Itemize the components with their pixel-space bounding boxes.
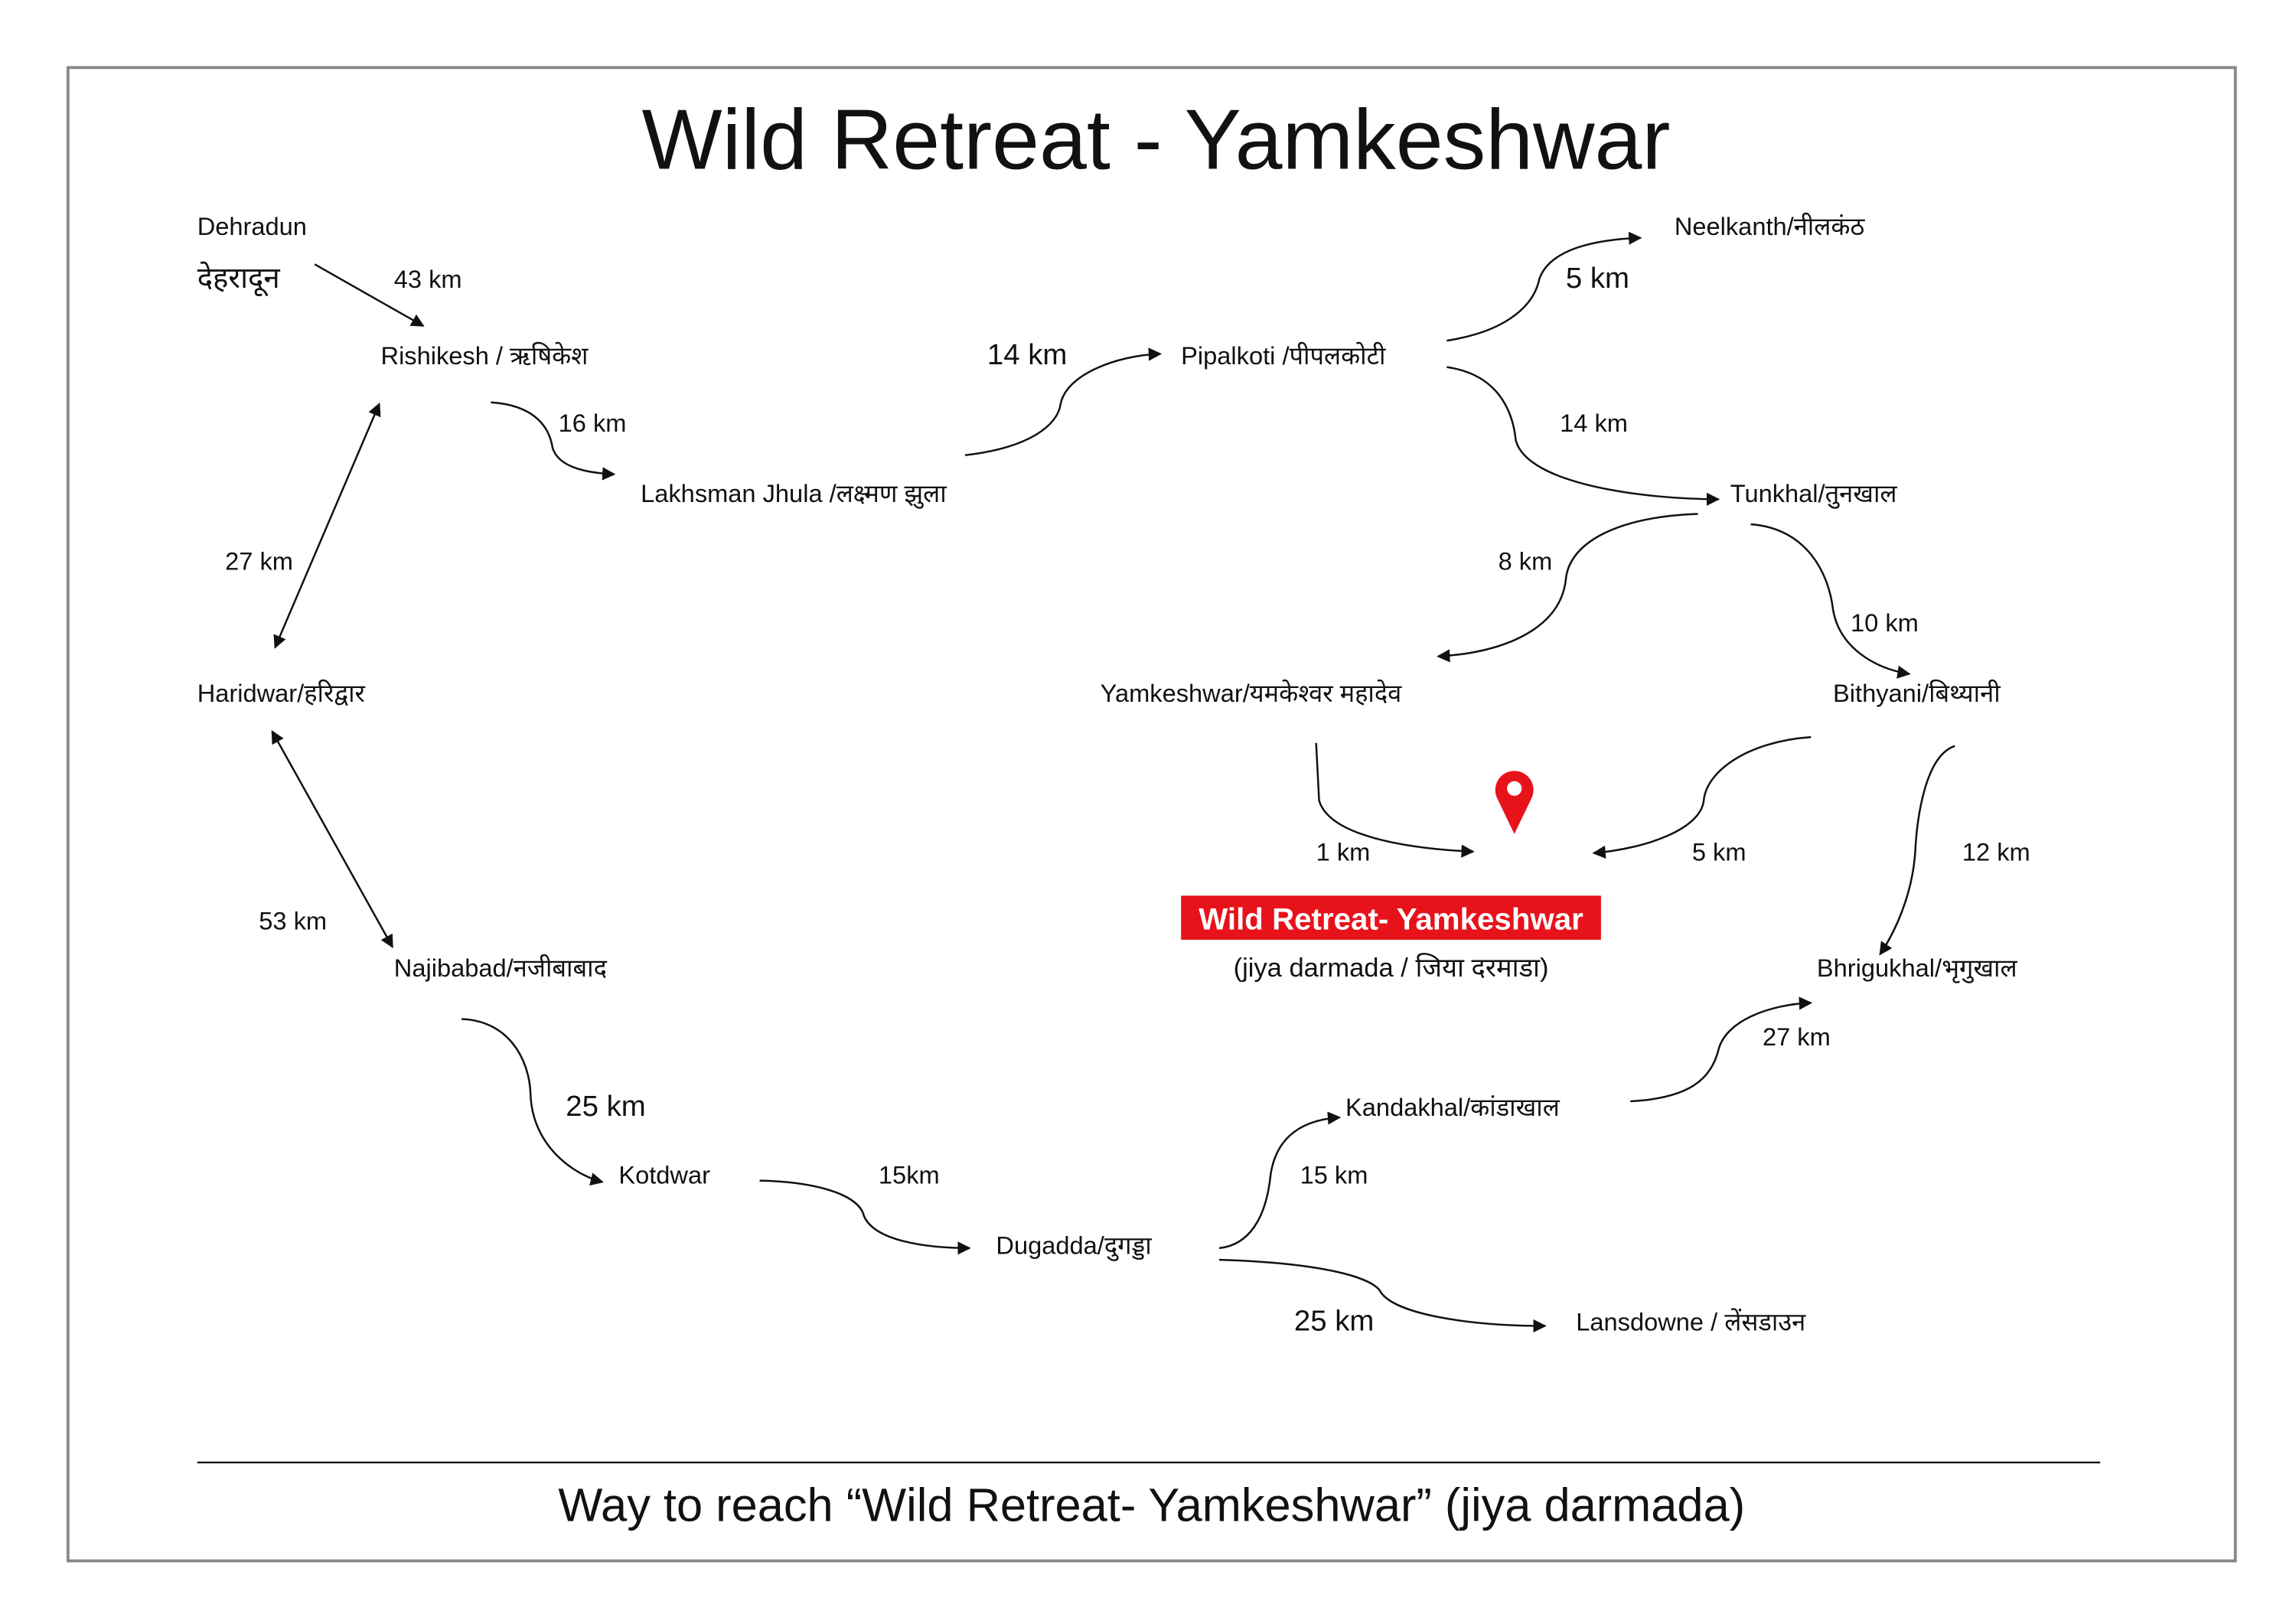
destination-name: Wild Retreat- Yamkeshwar xyxy=(1199,902,1583,936)
distance-label: 10 km xyxy=(1851,608,1919,637)
edge-bithyani-retreat xyxy=(1592,735,1812,859)
place-dehradun-hindi: देहरादून xyxy=(197,261,281,297)
place-dehradun: Dehradun xyxy=(197,212,307,240)
edge-yamkeshwar-retreat xyxy=(1315,742,1475,858)
distance-label: 1 km xyxy=(1316,837,1371,866)
route-edges xyxy=(271,231,1955,1333)
page-title: Wild Retreat - Yamkeshwar xyxy=(642,92,1671,188)
place-najibabad: Najibabad/नजीबाबाद xyxy=(394,954,608,982)
edge-tunkhal-yamkeshwar xyxy=(1437,513,1698,663)
page-border xyxy=(66,66,2237,1563)
place-neelkanth: Neelkanth/नीलकंठ xyxy=(1675,212,1866,240)
distance-label: 16 km xyxy=(559,409,627,437)
edge-kotdwar-dugadda xyxy=(759,1179,971,1255)
distance-labels: 43 km 16 km 14 km 5 km 14 km 27 km 8 km … xyxy=(225,262,2030,1337)
footer-caption: Way to reach “Wild Retreat- Yamkeshwar” … xyxy=(558,1479,1745,1532)
distance-label: 27 km xyxy=(1763,1022,1831,1051)
distance-label: 15km xyxy=(879,1160,940,1189)
place-lansdowne: Lansdowne / लेंसडाउन xyxy=(1576,1307,1806,1335)
distance-label: 14 km xyxy=(987,338,1067,371)
destination-subtitle: (jiya darmada / जिया दरमाडा) xyxy=(1234,953,1549,983)
distance-label: 25 km xyxy=(1294,1304,1374,1337)
place-bithyani: Bithyani/बिथ्यानी xyxy=(1833,679,2001,707)
distance-label: 15 km xyxy=(1300,1160,1368,1189)
distance-label: 5 km xyxy=(1692,837,1746,866)
edge-dehradun-rishikesh xyxy=(314,263,425,328)
edge-najibabad-kotdwar xyxy=(461,1018,604,1186)
edge-rishikesh-lakhsman xyxy=(491,401,616,481)
distance-label: 27 km xyxy=(225,546,293,575)
place-lakhsman-jhula: Lakhsman Jhula /लक्ष्मण झुला xyxy=(641,479,947,509)
place-yamkeshwar: Yamkeshwar/यमकेश्वर महादेव xyxy=(1101,679,1403,707)
destination-highlight xyxy=(1181,895,1601,940)
place-tunkhal: Tunkhal/तुनखाल xyxy=(1730,479,1898,509)
edge-dugadda-lansdowne xyxy=(1219,1258,1547,1333)
edge-dugadda-kandakhal xyxy=(1218,1111,1342,1250)
edge-bithyani-bhrigukhal xyxy=(1879,745,1955,956)
edge-haridwar-najibabad xyxy=(271,729,393,949)
place-kandakhal: Kandakhal/कांडाखाल xyxy=(1345,1093,1561,1121)
distance-label: 25 km xyxy=(566,1090,645,1123)
edge-kandakhal-bhrigukhal xyxy=(1630,996,1812,1103)
place-pipalkoti: Pipalkoti /पीपलकोटी xyxy=(1181,341,1386,370)
edge-lakhsman-pipalkoti xyxy=(964,347,1163,457)
distance-label: 8 km xyxy=(1499,546,1553,575)
place-dugadda: Dugadda/दुगड्डा xyxy=(996,1231,1152,1262)
place-labels: Dehradun देहरादून Rishikesh / ऋषिकेश Lak… xyxy=(197,212,2018,1335)
distance-label: 14 km xyxy=(1560,409,1628,437)
place-bhrigukhal: Bhrigukhal/भृगुखाल xyxy=(1817,954,2018,983)
distance-label: 43 km xyxy=(394,265,462,293)
map-pin-icon xyxy=(1495,771,1534,834)
distance-label: 12 km xyxy=(1962,837,2030,866)
place-haridwar: Haridwar/हरिद्वार xyxy=(197,679,366,707)
edge-pipalkoti-neelkanth xyxy=(1446,231,1642,342)
distance-label: 5 km xyxy=(1566,262,1629,295)
edge-tunkhal-bithyani xyxy=(1750,523,1911,679)
place-kotdwar: Kotdwar xyxy=(618,1160,710,1189)
edge-pipalkoti-tunkhal xyxy=(1446,366,1720,506)
distance-label: 53 km xyxy=(259,906,327,934)
edge-rishikesh-haridwar xyxy=(273,403,381,649)
place-rishikesh: Rishikesh / ऋषिकेश xyxy=(381,341,589,370)
